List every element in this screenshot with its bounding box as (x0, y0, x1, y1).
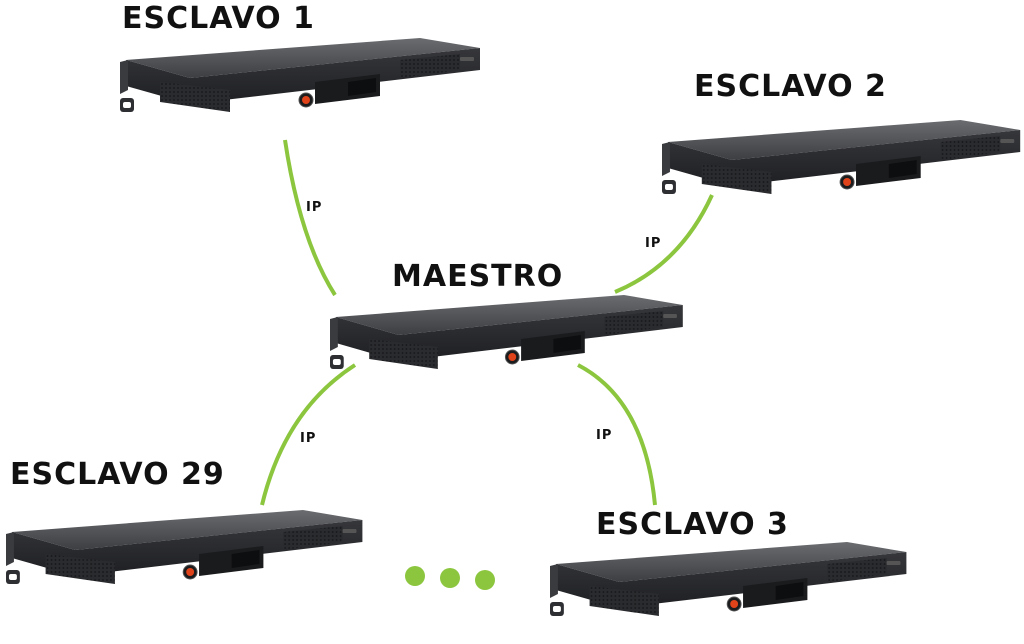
slave2-rack-icon (661, 119, 1021, 195)
master-label: MAESTRO (392, 259, 564, 294)
ellipsis-dot-2 (440, 568, 460, 588)
link-label-slave2: IP (645, 236, 662, 251)
slave29-label: ESCLAVO 29 (10, 457, 225, 492)
link-slave1-master (283, 139, 337, 297)
slave2-label: ESCLAVO 2 (694, 69, 887, 104)
slave1-rack-icon (119, 37, 481, 113)
slave3-label: ESCLAVO 3 (596, 507, 789, 542)
link-slave29-master (260, 363, 357, 506)
slave29-rack-icon (5, 509, 363, 585)
link-label-slave29: IP (300, 431, 317, 446)
link-slave2-master (614, 194, 714, 294)
link-label-slave3: IP (596, 428, 613, 443)
master-rack-icon (329, 294, 684, 370)
ellipsis-dot-3 (475, 570, 495, 590)
link-label-slave1: IP (306, 200, 323, 215)
link-slave3-master (577, 363, 657, 506)
ellipsis-dot-1 (405, 566, 425, 586)
slave1-label: ESCLAVO 1 (122, 1, 315, 36)
slave3-rack-icon (549, 541, 907, 617)
